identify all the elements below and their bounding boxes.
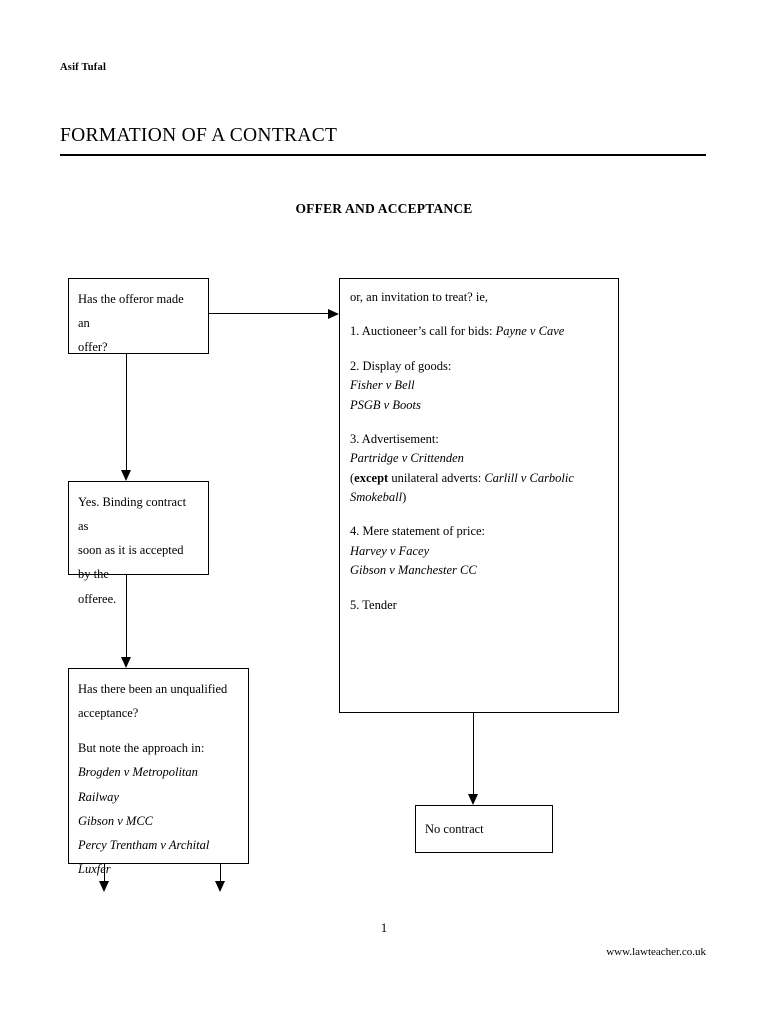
paren-close: ): [402, 490, 407, 504]
invitation-item-1-label: 1. Auctioneer’s call for bids:: [350, 324, 496, 339]
except-keyword: except: [354, 470, 389, 485]
case-citation: Gibson v Manchester CC: [350, 563, 477, 578]
case-citation: Fisher v Bell: [350, 378, 415, 393]
invitation-item-5-label: 5. Tender: [350, 597, 397, 612]
flow-box-offer-line2: offer?: [78, 340, 108, 355]
case-citation: Partridge v Crittenden: [350, 451, 464, 466]
connector-offer-to-binding: [126, 354, 128, 470]
spacer: [350, 415, 608, 430]
flow-box-binding-line2: soon as it is accepted by the: [78, 543, 184, 582]
spacer: [78, 725, 238, 736]
flow-box-binding-contract: Yes. Binding contract as soon as it is a…: [68, 481, 209, 606]
flow-box-offer: Has the offeror made an offer?: [68, 278, 209, 354]
case-citation: Payne v Cave: [495, 324, 565, 339]
title-divider: [60, 154, 706, 156]
invitation-item-1: 1. Auctioneer’s call for bids: Payne v C…: [350, 322, 608, 341]
invitation-item-3-exception: (except unilateral adverts: Carlill v Ca…: [350, 469, 608, 508]
section-subtitle: OFFER AND ACCEPTANCE: [295, 201, 473, 216]
arrowhead-unqualified-right: [215, 881, 225, 892]
except-text: unilateral adverts:: [388, 470, 485, 485]
arrowhead-offer-to-treat: [328, 308, 339, 319]
invitation-item-3-label: 3. Advertisement:: [350, 431, 439, 446]
arrowhead-binding-to-unqualified: [121, 657, 131, 668]
arrowhead-unqualified-left: [99, 881, 109, 892]
flow-box-invitation-to-treat: or, an invitation to treat? ie, 1. Aucti…: [339, 278, 619, 713]
invitation-intro: or, an invitation to treat? ie,: [350, 290, 488, 304]
flow-box-unqualified-line1: Has there been an unqualified: [78, 682, 228, 696]
arrowhead-treat-to-nocontract: [468, 794, 478, 805]
author-name: Asif Tufal: [60, 62, 107, 73]
arrowhead-offer-to-binding: [121, 470, 131, 481]
case-citation: Gibson v MCC: [78, 813, 153, 828]
case-citation: Brogden v Metropolitan Railway: [78, 765, 198, 804]
invitation-item-4-label: 4. Mere statement of price:: [350, 524, 486, 539]
flow-box-unqualified-note-intro: But note the approach in:: [78, 741, 205, 756]
flow-box-no-contract-label: No contract: [425, 821, 484, 836]
case-citation: Harvey v Facey: [350, 543, 430, 558]
flow-box-unqualified-line2: acceptance?: [78, 706, 139, 721]
connector-unqualified-left: [104, 864, 106, 882]
flow-box-unqualified-acceptance: Has there been an unqualified acceptance…: [68, 668, 249, 876]
spacer: [350, 507, 608, 522]
connector-binding-to-unqualified: [126, 575, 128, 657]
page-number: 1: [380, 921, 388, 935]
paren-open: (: [350, 470, 355, 485]
spacer: [350, 581, 608, 596]
flow-box-no-contract: No contract: [415, 805, 553, 853]
spacer: [350, 342, 608, 357]
invitation-item-2-label: 2. Display of goods:: [350, 358, 452, 373]
connector-unqualified-right: [220, 864, 222, 882]
case-citation: Percy Trentham v Archital Luxfer: [78, 837, 210, 876]
flow-box-offer-line1: Has the offeror made an: [78, 292, 184, 331]
flow-box-binding-line3: offeree.: [78, 591, 117, 606]
footer-url: www.lawteacher.co.uk: [606, 946, 706, 958]
flow-box-binding-line1: Yes. Binding contract as: [78, 495, 187, 534]
case-citation: Carlill v Carbolic Smokeball: [350, 470, 574, 504]
connector-offer-to-treat: [209, 313, 328, 315]
case-citation: PSGB v Boots: [350, 397, 421, 412]
connector-treat-to-nocontract: [473, 713, 475, 794]
page-title: FORMATION OF A CONTRACT: [60, 125, 338, 146]
spacer: [350, 307, 608, 322]
